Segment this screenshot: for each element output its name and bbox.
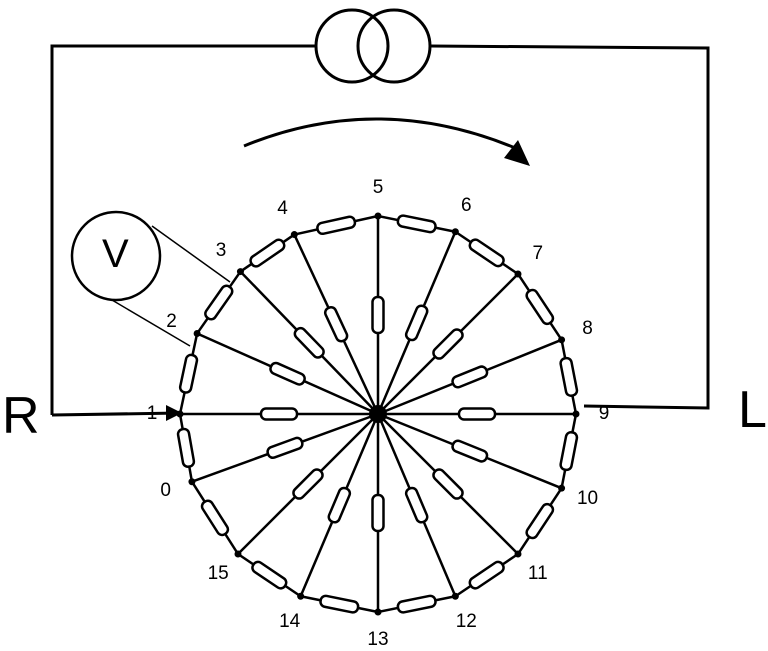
rim-resistor (204, 284, 234, 321)
terminal-label-R: R (2, 387, 40, 445)
spoke-resistor (451, 439, 489, 463)
spoke-resistor (293, 326, 325, 359)
voltmeter (70, 210, 231, 347)
node-label: 15 (207, 562, 229, 584)
node-dot (290, 231, 298, 239)
node-label: 2 (166, 311, 177, 333)
node-dot (374, 212, 382, 220)
source-wire-right (429, 44, 710, 410)
spoke-resistor (327, 486, 352, 524)
spoke-resistor (259, 407, 299, 421)
voltmeter-label: V (102, 232, 129, 276)
node-dot (374, 608, 382, 616)
rim-resistor (319, 594, 360, 614)
current-source-icon (314, 8, 432, 84)
node-dot (558, 336, 566, 344)
rim-resistor (176, 427, 196, 468)
rim-resistor (200, 499, 230, 537)
rim-resistor (559, 356, 579, 398)
rim-resistor (251, 560, 288, 590)
node-label: 3 (215, 240, 227, 262)
spoke-resistor (404, 304, 429, 342)
rim-resistor (525, 288, 555, 326)
resistor-wheel (176, 212, 580, 616)
node-dot (451, 592, 459, 600)
node-dot (236, 268, 244, 276)
node-label: 10 (576, 487, 599, 509)
node-label: 6 (461, 194, 472, 216)
node-label: 5 (372, 177, 384, 198)
rim-resistor (316, 215, 357, 236)
spoke-resistor (432, 328, 464, 360)
node-label: 7 (532, 243, 544, 265)
node-dot (297, 592, 305, 600)
terminal-R-wire (51, 411, 181, 417)
node-dot (514, 270, 522, 278)
node-label: 13 (367, 629, 389, 650)
voltmeter-lead-3 (151, 225, 231, 283)
spoke-resistor (266, 436, 304, 460)
circuit-wires (50, 44, 710, 417)
node-dot (234, 550, 242, 558)
current-direction-arrow-icon (243, 117, 530, 166)
input-arrowhead-icon (166, 405, 182, 421)
node-label: 11 (527, 562, 548, 584)
rim-resistor (396, 594, 437, 614)
node-dot (451, 228, 459, 236)
spoke-resistor (323, 306, 349, 343)
rim-resistor (249, 238, 286, 268)
spoke-resistor (371, 295, 385, 335)
spoke-resistor (371, 493, 385, 533)
node-dot (176, 410, 184, 418)
rim-resistor (468, 560, 505, 590)
rim-resistor (178, 353, 199, 394)
rim-resistor (525, 502, 555, 540)
spoke-resistor (404, 486, 429, 524)
node-dot (514, 550, 522, 558)
node-dot (188, 478, 196, 486)
node-dot (193, 329, 201, 337)
node-label: 12 (455, 611, 477, 633)
node-dot (558, 484, 566, 492)
node-label: 0 (160, 480, 171, 502)
node-label: 14 (279, 611, 301, 633)
voltmeter-circle (70, 210, 162, 302)
rim-resistor (396, 214, 437, 234)
node-label: 1 (146, 403, 158, 424)
node-label: 8 (582, 318, 593, 340)
terminal-label-L: L (738, 381, 767, 439)
spoke-resistor (457, 407, 497, 421)
voltmeter-lead-2 (111, 299, 191, 347)
spoke-resistor (269, 361, 306, 386)
source-wire-left (50, 44, 316, 415)
rim-resistor (559, 430, 579, 472)
node-dot (572, 410, 580, 418)
spoke-resistor (451, 365, 489, 389)
node-label: 4 (277, 198, 288, 220)
spoke-resistor (432, 468, 464, 500)
node-label: 9 (598, 403, 610, 424)
hub-node (369, 405, 387, 423)
spoke-resistor (292, 468, 324, 500)
rim-resistor (468, 238, 505, 268)
